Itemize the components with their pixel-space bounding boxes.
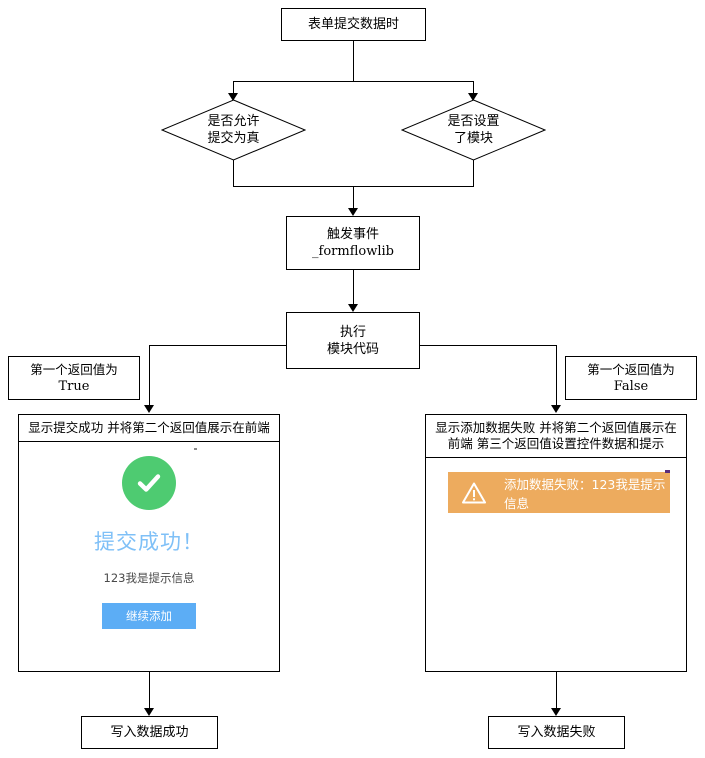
edge-label-true: 第一个返回值为 True [8,356,140,400]
arrow-into-success-panel [144,405,154,413]
connector-fork-right-down [473,81,474,95]
panel-failure-header-line3: 第三个返回值设置控件数据和提示 [476,436,665,451]
trigger-event-line1: 触发事件 [326,227,379,242]
arrow-into-trigger-event [348,208,358,216]
arrow-into-failure-panel [551,405,561,413]
panel-success-header-line1: 显示提交成功 [28,420,104,435]
connector-false-down [556,345,557,409]
panel-success-header-line2: 并将第二个返回值展示在前端 [107,420,270,435]
arrow-into-decision-module [468,93,478,101]
panel-failure-header-line2: 并将第二个返回值展示在前端 [447,420,677,451]
panel-failure-header-line1: 显示添加数据失败 [435,420,536,435]
connector-failure-to-end [556,672,557,712]
screenshot-artifact-dot [194,448,197,450]
connector-module-down [473,160,474,186]
edge-label-false-line1: 第一个返回值为 [587,362,675,377]
edge-label-true-line2: True [58,379,90,394]
screenshot-artifact-dot [665,470,670,473]
node-decision-allow: 是否允许 提交为真 [161,99,306,161]
continue-add-button[interactable]: 继续添加 [102,603,196,629]
connector-success-to-end [149,672,150,712]
panel-success: 显示提交成功 并将第二个返回值展示在前端 提交成功！ 123我是提示信息 继续添… [18,414,280,672]
connector-true-down [149,345,150,409]
arrow-into-run-module [348,304,358,312]
arrow-into-end-success [144,708,154,716]
node-decision-module: 是否设置 了模块 [401,99,546,161]
check-circle-icon [122,456,176,510]
panel-success-header: 显示提交成功 并将第二个返回值展示在前端 [19,415,279,442]
node-run-module: 执行 模块代码 [286,312,420,369]
edge-label-false: 第一个返回值为 False [565,356,697,400]
node-end-failure: 写入数据失败 [488,716,625,749]
success-title: 提交成功！ [94,530,204,554]
panel-success-body: 提交成功！ 123我是提示信息 继续添加 [19,442,279,671]
warning-triangle-icon [462,482,486,504]
arrow-into-end-failure [551,708,561,716]
run-module-line2: 模块代码 [326,341,379,357]
panel-failure: 显示添加数据失败 并将第二个返回值展示在前端 第三个返回值设置控件数据和提示 添… [425,414,687,672]
success-message: 123我是提示信息 [103,571,195,585]
error-alert-bar: 添加数据失败：123我是提示信息 [448,470,670,513]
node-start-label: 表单提交数据时 [307,17,399,32]
connector-fork-left-down [233,81,234,95]
trigger-event-line2: _formflowlib [312,244,394,259]
connector-trigger-to-run [353,270,354,308]
arrow-into-decision-allow [228,93,238,101]
node-end-failure-label: 写入数据失败 [517,725,596,740]
connector-allow-down [233,160,234,186]
connector-true-horizontal [149,345,286,346]
connector-false-horizontal [420,345,557,346]
diamond-shape-allow [161,99,306,161]
node-end-success-label: 写入数据成功 [110,725,189,740]
error-alert-text: 添加数据失败：123我是提示信息 [504,476,666,511]
node-trigger-event: 触发事件 _formflowlib [286,216,420,270]
connector-start-down [353,41,354,81]
connector-fork-horizontal [233,81,473,82]
connector-merge-down [353,186,354,212]
panel-failure-header: 显示添加数据失败 并将第二个返回值展示在前端 第三个返回值设置控件数据和提示 [426,415,686,458]
node-start: 表单提交数据时 [281,8,426,41]
panel-failure-body: 添加数据失败：123我是提示信息 [426,458,686,671]
edge-label-true-line1: 第一个返回值为 [30,362,118,377]
diamond-shape-module [401,99,546,161]
node-end-success: 写入数据成功 [81,716,218,749]
edge-label-false-line2: False [613,379,649,394]
run-module-line1: 执行 [339,324,366,340]
